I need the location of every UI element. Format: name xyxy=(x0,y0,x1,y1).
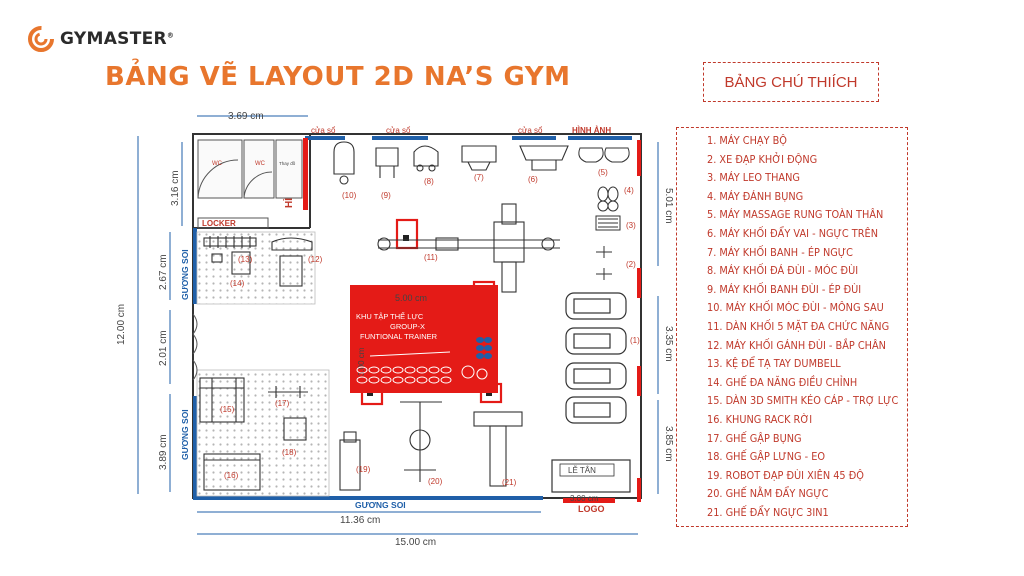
brand-name: GYMASTER® xyxy=(60,29,175,49)
legend-item: 5. MÁY MASSAGE RUNG TOÀN THÂN xyxy=(707,209,884,222)
legend-item: 4. MÁY ĐÁNH BỤNG xyxy=(707,190,804,203)
bottom-machines xyxy=(339,401,523,491)
legend-item: 13. KỆ ĐỂ TẠ TAY DUMBELL xyxy=(707,358,841,371)
legend-item: 2. XE ĐẠP KHỞI ĐỘNG xyxy=(707,153,818,166)
small-machines xyxy=(578,147,630,212)
legend-item: 20. GHẾ NẰM ĐẨY NGỰC xyxy=(707,488,829,501)
dim-left-c: 3.89 cm xyxy=(158,434,169,470)
svg-text:(12): (12) xyxy=(308,255,323,264)
window-label: cửa sổ xyxy=(311,126,336,135)
svg-text:(18): (18) xyxy=(282,448,297,457)
legend-item: 18. GHẾ GẬP LƯNG - EO xyxy=(707,451,826,464)
svg-text:KHU TẬP THỂ LỰC: KHU TẬP THỂ LỰC xyxy=(356,312,424,321)
locker-label: LOCKER xyxy=(202,219,236,228)
svg-text:(6): (6) xyxy=(528,175,538,184)
svg-text:(14): (14) xyxy=(230,279,245,288)
legend-item: 8. MÁY KHỐI ĐÁ ĐÙI - MÓC ĐÙI xyxy=(707,265,859,278)
legend-item: 16. KHUNG RACK RỜI xyxy=(707,413,813,426)
brand-logo: GYMASTER® xyxy=(28,26,174,52)
legend-item: 3. MÁY LEO THANG xyxy=(707,172,800,185)
svg-text:(10): (10) xyxy=(342,191,357,200)
treadmills xyxy=(565,292,627,424)
legend-item: 19. ROBOT ĐẠP ĐÙI XIÊN 45 ĐỘ xyxy=(707,469,864,482)
svg-text:(19): (19) xyxy=(356,465,371,474)
reception-label: LỄ TÂN xyxy=(568,466,596,475)
svg-text:(4): (4) xyxy=(624,186,634,195)
svg-text:(9): (9) xyxy=(381,191,391,200)
legend-title: BẢNG CHÚ THIÍCH xyxy=(703,62,879,102)
legend-item: 10. MÁY KHỐI MÓC ĐÙI - MÔNG SAU xyxy=(707,302,884,315)
dim-group-h: 3.00 cm xyxy=(357,347,366,376)
dim-left-a: 2.67 cm xyxy=(158,254,169,290)
lower-left-equipment xyxy=(199,377,308,491)
blue-walls xyxy=(193,136,632,500)
svg-text:(3): (3) xyxy=(626,221,636,230)
logo-label: LOGO xyxy=(578,504,605,514)
dim-top-wc: 3.69 cm xyxy=(228,111,264,122)
dim-left-total: 12.00 cm xyxy=(116,304,127,345)
equipment-numbers: (1) (2) (3) (4) (5) (6) (7) (8) (9) (10)… xyxy=(220,168,640,487)
picture-label: HÌNH ẢNH xyxy=(572,126,611,135)
mirror-label: GƯƠNG SOI xyxy=(180,409,190,460)
legend-item: 15. DÀN 3D SMITH KÉO CÁP - TRỢ LỰC xyxy=(707,395,899,408)
page-title: BẢNG VẼ LAYOUT 2D NA’S GYM xyxy=(105,62,571,92)
dim-right-c: 3.85 cm xyxy=(663,426,674,462)
window-label: cửa sổ xyxy=(386,126,411,135)
reception-desk: LỄ TÂN 3.00 cm LOGO xyxy=(551,459,631,514)
multi-station xyxy=(377,203,560,293)
mirror-label: GƯƠNG SOI xyxy=(355,500,406,510)
svg-text:(7): (7) xyxy=(474,173,484,182)
svg-text:(8): (8) xyxy=(424,177,434,186)
svg-text:(5): (5) xyxy=(598,168,608,177)
svg-text:(1): (1) xyxy=(630,336,640,345)
svg-text:(21): (21) xyxy=(502,478,517,487)
window-1 xyxy=(305,136,345,140)
dim-bottom-inner: 11.36 cm xyxy=(340,515,380,526)
legend-item: 7. MÁY KHỐI BANH - ÉP NGỰC xyxy=(707,246,853,259)
mirror-label: GƯƠNG SOI xyxy=(180,249,190,300)
picture-frames xyxy=(303,138,641,503)
legend-item: 6. MÁY KHỐI ĐẨY VAI - NGỰC TRÊN xyxy=(707,227,878,240)
dim-right-a: 5.01 cm xyxy=(663,188,674,224)
svg-text:(2): (2) xyxy=(626,260,636,269)
floor-zones xyxy=(196,231,330,497)
top-machines xyxy=(333,141,569,185)
svg-text:(16): (16) xyxy=(224,471,239,480)
legend-item: 1. MÁY CHẠY BỘ xyxy=(707,135,787,147)
dim-left-wc: 3.16 cm xyxy=(170,170,181,206)
svg-text:GROUP-X: GROUP-X xyxy=(390,322,425,331)
legend-item: 17. GHẾ GẬP BỤNG xyxy=(707,432,802,445)
wc-label: WC xyxy=(212,161,223,167)
svg-text:(17): (17) xyxy=(275,399,290,408)
window-3 xyxy=(512,136,556,140)
dim-right-b: 3.35 cm xyxy=(663,326,674,362)
window-2 xyxy=(372,136,428,140)
legend-list: 1. MÁY CHẠY BỘ 2. XE ĐẠP KHỞI ĐỘNG 3. MÁY … xyxy=(676,127,908,527)
dim-reception: 3.00 cm xyxy=(570,494,599,503)
svg-text:(13): (13) xyxy=(238,255,253,264)
svg-text:(20): (20) xyxy=(428,477,443,486)
wc-area xyxy=(197,139,303,199)
legend-item: 14. GHẾ ĐA NĂNG ĐIỀU CHỈNH xyxy=(707,376,858,389)
svg-text:(11): (11) xyxy=(424,253,438,262)
gymaster-logo-icon xyxy=(28,26,54,52)
dim-left-b: 2.01 cm xyxy=(158,330,169,366)
svg-text:FUNTIONAL TRAINER: FUNTIONAL TRAINER xyxy=(360,332,438,341)
legend-item: 11. DÀN KHỐI 5 MẶT ĐA CHỨC NĂNG xyxy=(707,320,890,333)
left-equipment xyxy=(203,236,313,287)
dim-bottom-total: 15.00 cm xyxy=(395,537,436,548)
wc-label: WC xyxy=(255,161,266,167)
dimension-lines xyxy=(137,115,659,535)
group-x-zone: KHU TẬP THỂ LỰC GROUP-X FUNTIONAL TRAINE… xyxy=(350,285,498,393)
svg-text:(15): (15) xyxy=(220,405,235,414)
shower-label: Thay đồ xyxy=(279,161,296,166)
legend-item: 21. GHẾ ĐẨY NGỰC 3IN1 xyxy=(707,506,829,519)
window-label: cửa sổ xyxy=(518,126,543,135)
bikes-climber xyxy=(595,215,621,280)
legend-item: 12. MÁY KHỐI GÁNH ĐÙI - BẮP CHÂN xyxy=(707,339,886,352)
dim-group-w: 5.00 cm xyxy=(395,293,427,303)
legend-item: 9. MÁY KHỐI BANH ĐÙI - ÉP ĐÙI xyxy=(707,283,862,296)
